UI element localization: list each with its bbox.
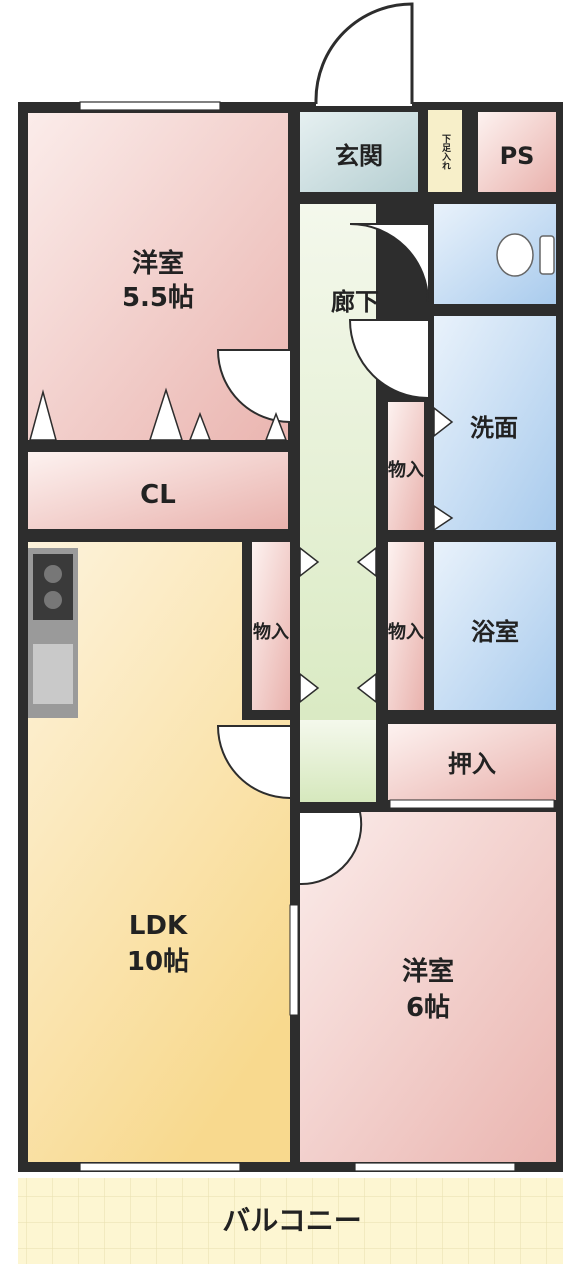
toilet-area xyxy=(434,204,556,304)
hallway-label: 廊下 xyxy=(331,288,379,316)
ldk-label: LDK xyxy=(129,911,188,941)
entrance-door-swing xyxy=(314,2,414,104)
storage-left-area xyxy=(252,542,290,710)
closet-door-icon xyxy=(264,411,288,441)
sliding-door xyxy=(389,799,555,809)
window xyxy=(79,101,221,111)
storage-right-area xyxy=(388,542,424,710)
closet-area xyxy=(28,452,288,529)
entrance-area xyxy=(300,112,418,192)
bathroom-label: 浴室 xyxy=(471,618,519,646)
pipe-space-area xyxy=(478,112,556,192)
door-swing-icon xyxy=(299,811,363,886)
closet-door-icon xyxy=(148,387,184,441)
oshiire-area xyxy=(388,724,556,800)
western-room-2-label: 洋室 xyxy=(402,956,454,987)
stove-top xyxy=(33,554,73,620)
closet-door-icon xyxy=(29,389,57,441)
western-room-1-label: 洋室 xyxy=(132,248,184,279)
oshiire-label: 押入 xyxy=(448,750,496,778)
washroom-label: 洗面 xyxy=(470,414,518,442)
western-room-2-area xyxy=(300,812,556,1162)
window xyxy=(354,1162,516,1172)
window xyxy=(79,1162,241,1172)
hallway-extension xyxy=(300,720,376,802)
toilet-tank-icon xyxy=(539,235,555,275)
storage-right-label: 物入 xyxy=(388,621,424,643)
storage-upper-area xyxy=(388,402,424,530)
storage-door-icon xyxy=(299,546,320,578)
closet-door-icon xyxy=(188,411,212,441)
sliding-door xyxy=(289,904,299,1016)
pipe-space-label: PS xyxy=(500,142,535,170)
sink xyxy=(33,644,73,704)
storage-upper-label: 物入 xyxy=(388,459,424,481)
ldk-area xyxy=(28,542,290,1162)
ldk-size: 10帖 xyxy=(127,947,189,977)
door-swing-icon xyxy=(348,319,429,399)
shoe-cabinet-label: 下足入れ xyxy=(440,134,452,170)
hallway-area xyxy=(300,204,376,800)
washroom-area xyxy=(434,316,556,530)
entrance-label: 玄関 xyxy=(335,142,383,170)
door-swing-icon xyxy=(349,223,429,303)
storage-door-icon xyxy=(433,406,454,438)
storage-left-label: 物入 xyxy=(253,621,289,643)
storage-door-icon xyxy=(356,546,377,578)
storage-door-icon xyxy=(433,504,454,532)
door-swing-icon xyxy=(216,725,291,799)
closet-label: CL xyxy=(140,480,176,510)
storage-door-icon xyxy=(356,672,377,704)
burner-icon xyxy=(44,591,62,609)
western-room-2-size: 6帖 xyxy=(406,993,450,1023)
storage-door-icon xyxy=(299,672,320,704)
burner-icon xyxy=(44,565,62,583)
toilet-bowl-icon xyxy=(496,233,534,277)
bathroom-area xyxy=(434,542,556,710)
western-room-1-size: 5.5帖 xyxy=(122,283,194,313)
balcony-area xyxy=(18,1178,563,1264)
shoe-cabinet-area xyxy=(428,110,462,192)
balcony-label: バルコニー xyxy=(222,1204,361,1237)
